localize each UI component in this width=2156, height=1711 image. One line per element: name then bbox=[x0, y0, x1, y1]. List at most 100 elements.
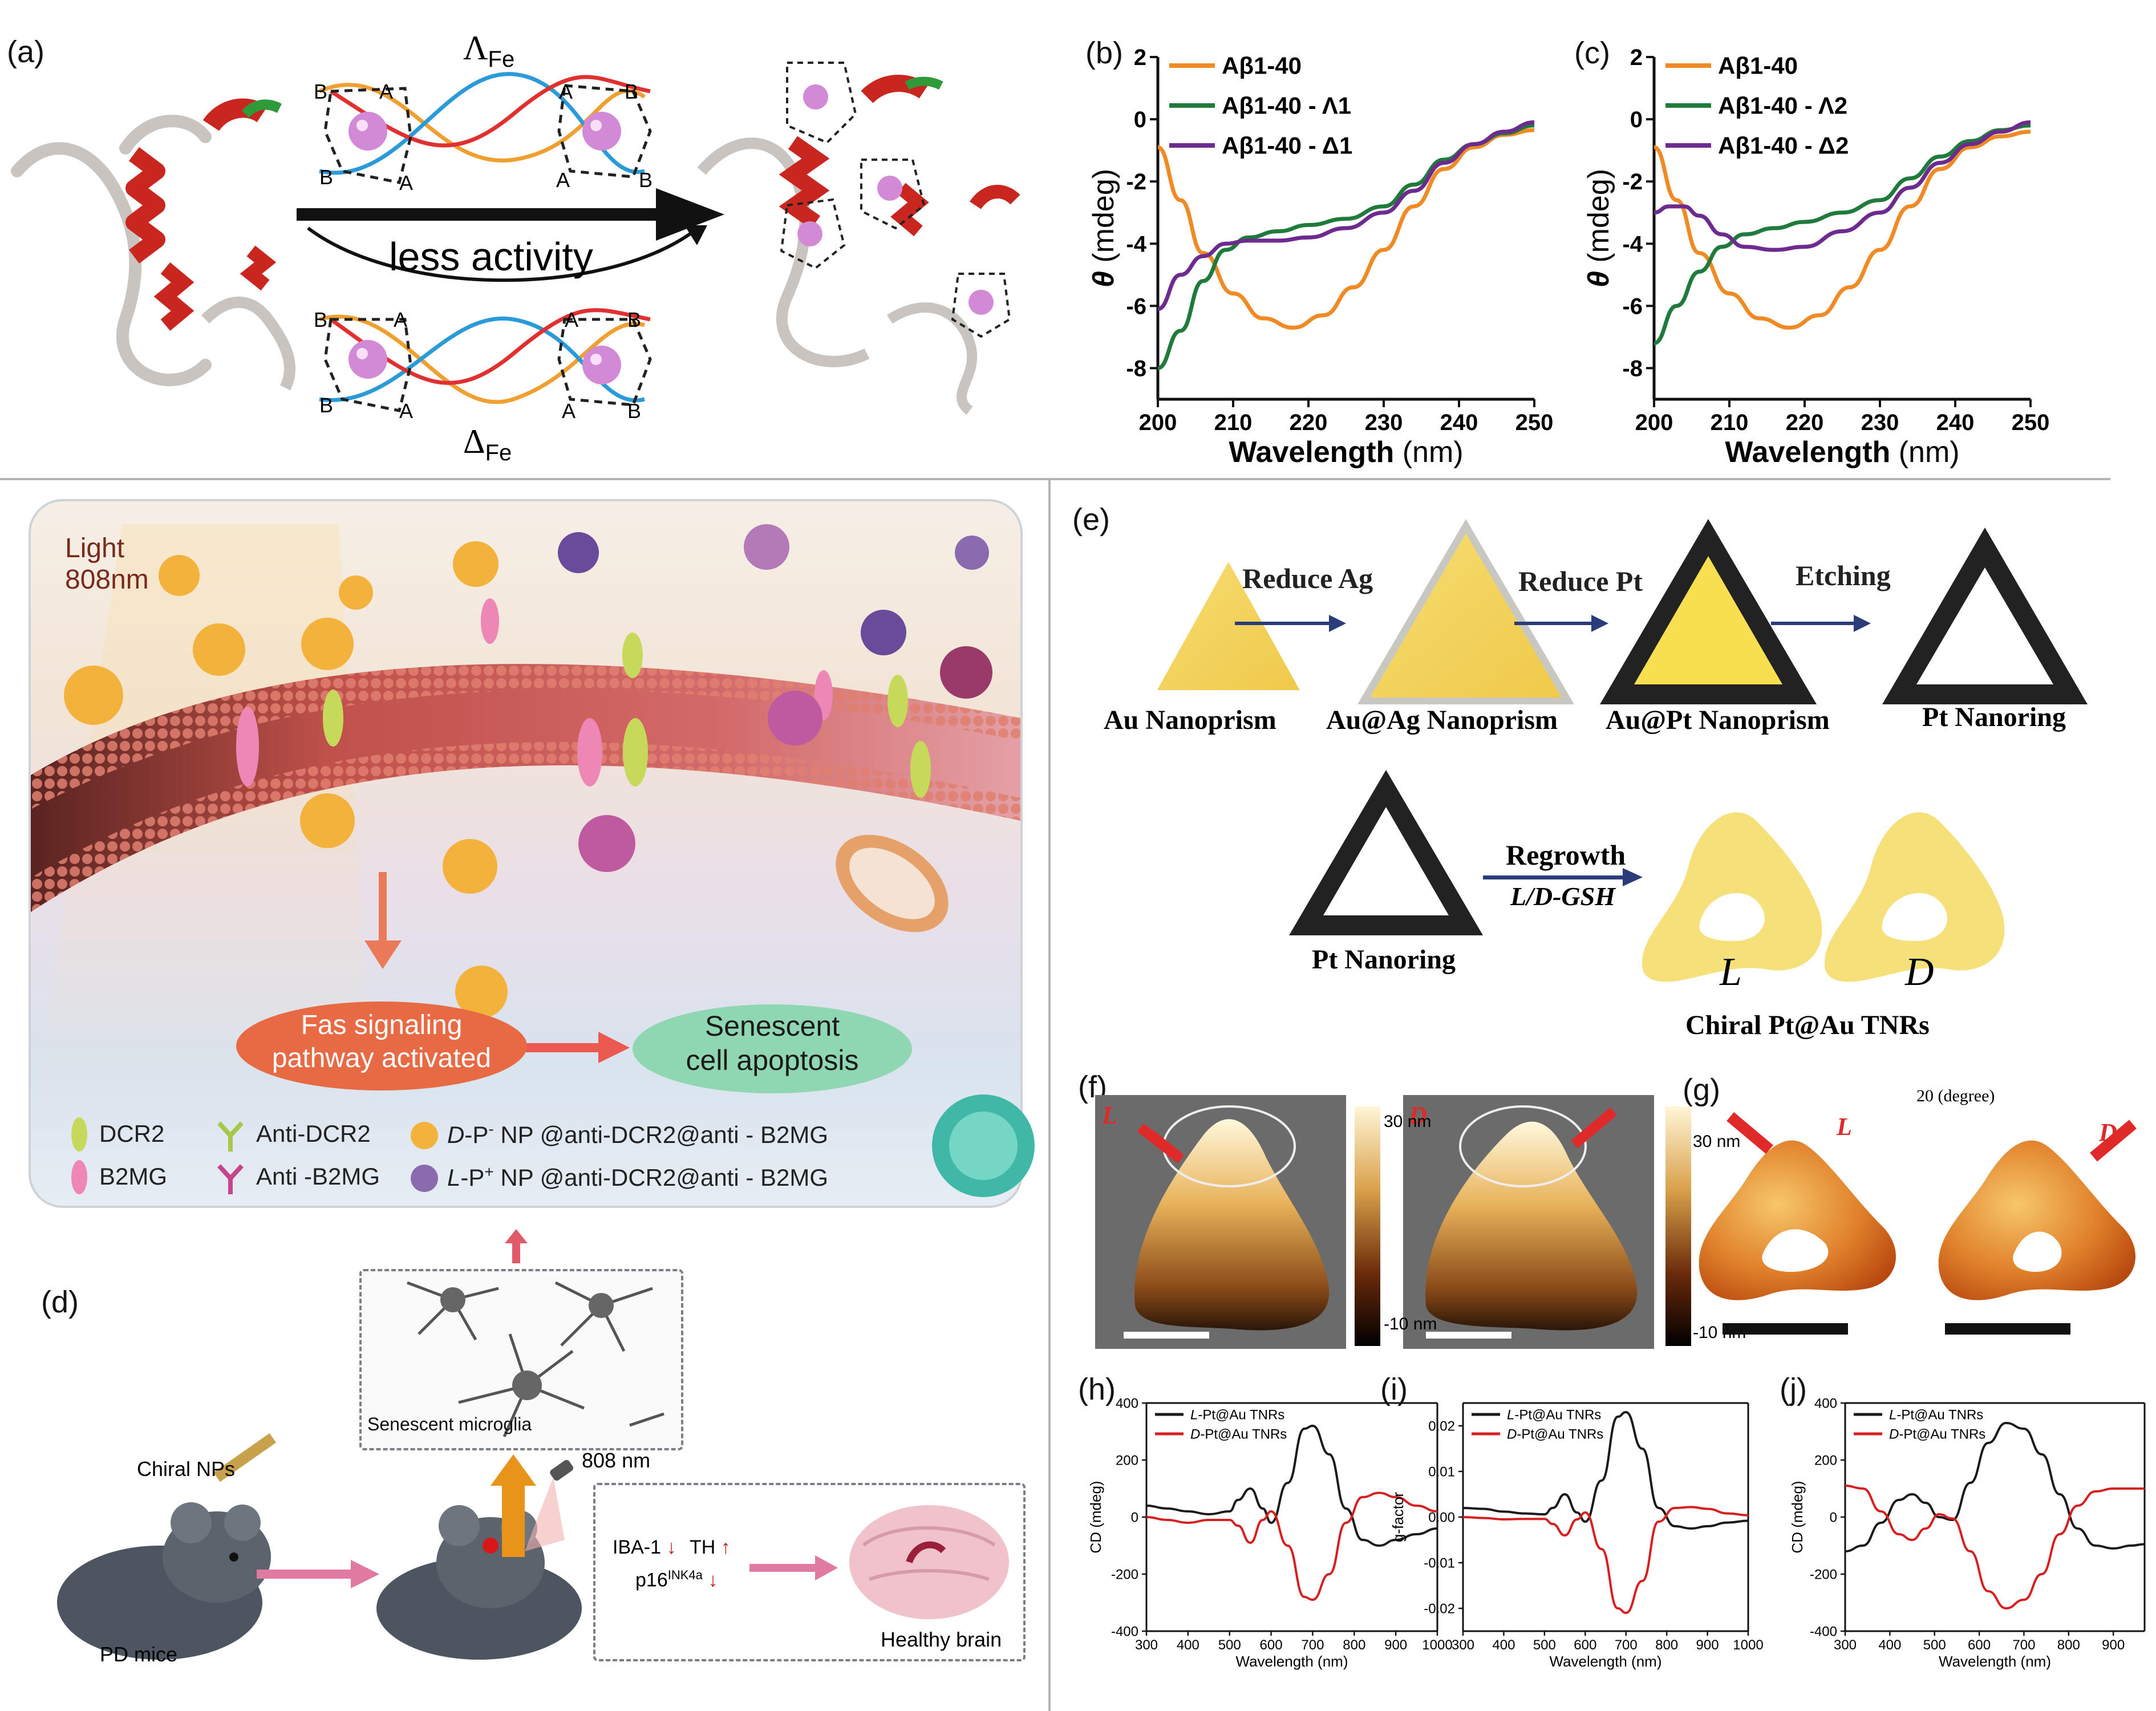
x-tick-label: 400 bbox=[1878, 1637, 1901, 1653]
afm-d-label: D bbox=[1409, 1101, 1427, 1129]
y-tick-label: -6 bbox=[1126, 294, 1146, 319]
vertex-label-b: B bbox=[314, 80, 328, 103]
chiral-d-label: D bbox=[1905, 950, 1934, 994]
vertex-label-a: A bbox=[559, 80, 573, 103]
legend-anti-b2mg: Anti -B2MG bbox=[256, 1163, 380, 1190]
pt-nanoring-label: Pt Nanoring bbox=[1922, 702, 2066, 732]
chiral-nps-label: Chiral NPs bbox=[137, 1457, 236, 1481]
treated-mouse-drawing bbox=[376, 1505, 582, 1660]
fas-line-2: pathway activated bbox=[271, 1043, 492, 1073]
x-tick-label: 800 bbox=[2057, 1637, 2080, 1653]
legend-label-0: L-Pt@Au TNRs bbox=[1507, 1407, 1601, 1422]
x-tick-label: 400 bbox=[1492, 1637, 1515, 1653]
x-tick-label: 500 bbox=[1218, 1637, 1241, 1653]
y-tick-label: -0.01 bbox=[1424, 1555, 1455, 1571]
legend-l-np-rest: NP @anti-DCR2@anti - B2MG bbox=[493, 1164, 829, 1191]
x-tick-label: 300 bbox=[1135, 1637, 1158, 1653]
x-tick-label: 600 bbox=[1574, 1637, 1596, 1653]
x-tick-label: 700 bbox=[1615, 1637, 1638, 1653]
light-wavelength: 808nm bbox=[65, 565, 149, 595]
auag-nanoprism-label: Au@Ag Nanoprism bbox=[1326, 705, 1558, 735]
x-tick-label: 230 bbox=[1365, 410, 1403, 435]
y-tick-label: -8 bbox=[1126, 356, 1146, 381]
lambda-subscript: Fe bbox=[488, 47, 515, 72]
808nm-label: 808 nm bbox=[582, 1449, 651, 1472]
legend-label-1: D-Pt@Au TNRs bbox=[1507, 1426, 1603, 1442]
iba1-line: IBA-1 ↓ TH ↑ bbox=[613, 1536, 731, 1559]
y-tick-label: -4 bbox=[1126, 232, 1146, 257]
y-tick-label: 200 bbox=[1116, 1453, 1138, 1468]
x-tick-label: 300 bbox=[1834, 1637, 1857, 1653]
mitochondrion-icon bbox=[836, 834, 949, 932]
delta-complex bbox=[319, 308, 652, 412]
x-tick-label: 240 bbox=[1936, 410, 1975, 435]
series-line-1 bbox=[1462, 1506, 1749, 1615]
vertex-label-b: B bbox=[625, 80, 639, 103]
panel-a-scheme bbox=[11, 62, 1020, 415]
y-tick-label: 0.01 bbox=[1428, 1464, 1455, 1479]
pd-mouse-drawing bbox=[57, 1433, 277, 1660]
healthy-brain-drawing bbox=[849, 1505, 1009, 1619]
y-axis-label: θ (mdeg) bbox=[1582, 169, 1615, 287]
y-axis-label: θ (mdeg) bbox=[1087, 169, 1120, 287]
panel-label-a: (a) bbox=[7, 35, 44, 69]
gsh-label: L/D-GSH bbox=[1510, 882, 1615, 911]
dcr2-icon bbox=[71, 1117, 87, 1152]
etching-label: Etching bbox=[1796, 559, 1891, 591]
down-arrow-icon: ↓ bbox=[666, 1536, 676, 1558]
legend-dcr2: DCR2 bbox=[99, 1120, 165, 1147]
legend-label-1: D-Pt@Au TNRs bbox=[1190, 1426, 1287, 1442]
y-tick-label: -200 bbox=[1810, 1567, 1837, 1582]
vertex-label-b: B bbox=[639, 168, 653, 192]
legend-label-1: D-Pt@Au TNRs bbox=[1889, 1426, 1985, 1442]
x-tick-label: 800 bbox=[1343, 1637, 1365, 1653]
effects-box: IBA-1 ↓ TH ↑ p16INK4a ↓ Healthy brain bbox=[593, 1483, 1026, 1661]
delta-symbol: Δ bbox=[463, 423, 485, 460]
y-tick-label: 0.00 bbox=[1428, 1510, 1455, 1525]
up-arrow-small-icon: ↑ bbox=[720, 1536, 731, 1558]
legend-anti-dcr2: Anti-DCR2 bbox=[256, 1120, 371, 1147]
chiral-l-label: L bbox=[1720, 950, 1742, 994]
colorbar-bottom-1: -10 nm bbox=[1384, 1315, 1437, 1333]
series-line-1 bbox=[1146, 1491, 1438, 1601]
reduce-ag-label: Reduce Ag bbox=[1242, 562, 1373, 594]
down-arrow-icon: ↓ bbox=[708, 1569, 718, 1591]
legend-label-0: Aβ1-40 bbox=[1222, 52, 1302, 79]
legend-l-np-sup: + bbox=[484, 1163, 494, 1181]
pink-arrow-icon bbox=[749, 1555, 838, 1580]
x-tick-label: 700 bbox=[2012, 1637, 2035, 1653]
pd-mice-label: PD mice bbox=[100, 1643, 178, 1666]
legend-d-np-sup: - bbox=[488, 1120, 494, 1138]
peptide-right bbox=[697, 62, 1020, 415]
y-tick-label: -400 bbox=[1111, 1624, 1138, 1639]
p16-label: p16 bbox=[635, 1569, 668, 1591]
x-tick-label: 220 bbox=[1290, 410, 1328, 435]
vertex-label-a: A bbox=[556, 168, 570, 192]
y-tick-label: 400 bbox=[1814, 1396, 1837, 1411]
laser-arrow-icon bbox=[491, 1454, 574, 1557]
vertex-label-b: B bbox=[627, 308, 642, 331]
aupt-nanoprism-label: Au@Pt Nanoprism bbox=[1606, 705, 1830, 735]
l-np-icon bbox=[411, 1165, 438, 1192]
d-np-icon bbox=[411, 1122, 438, 1149]
less-activity-label: less activity bbox=[389, 234, 593, 279]
legend-label-1: Aβ1-40 - Λ1 bbox=[1222, 92, 1351, 119]
x-tick-label: 800 bbox=[1655, 1637, 1678, 1653]
au-nanoprism-label: Au Nanoprism bbox=[1104, 705, 1276, 735]
senescent-line-2: cell apoptosis bbox=[686, 1044, 859, 1076]
x-tick-label: 700 bbox=[1301, 1637, 1324, 1653]
legend-label-1: Aβ1-40 - Λ2 bbox=[1718, 92, 1847, 119]
lambda-symbol: Λ bbox=[463, 29, 488, 67]
y-axis-label: CD (mdeg) bbox=[1789, 1481, 1806, 1553]
anti-dcr2-icon bbox=[217, 1121, 244, 1152]
divider-vertical bbox=[1048, 479, 1051, 1711]
legend-l-np: L-P+ NP @anti-DCR2@anti - B2MG bbox=[447, 1163, 828, 1191]
vertex-label-b: B bbox=[314, 308, 328, 331]
panel-label-e: (e) bbox=[1072, 502, 1110, 537]
x-tick-label: 230 bbox=[1861, 410, 1899, 435]
series-line-0 bbox=[1157, 128, 1535, 330]
legend-label-0: L-Pt@Au TNRs bbox=[1889, 1407, 1983, 1422]
